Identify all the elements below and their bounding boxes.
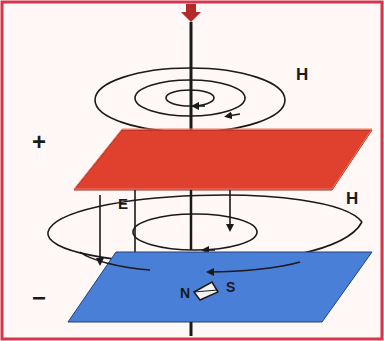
frame: [2, 2, 382, 339]
wire-gap: [190, 190, 193, 250]
positive-plate: [74, 130, 372, 190]
e-field-arrows: [100, 190, 230, 262]
field-label: H: [296, 66, 308, 83]
pole-label: S: [226, 280, 235, 294]
negative-plate: [68, 252, 372, 322]
polarity-sign: −: [32, 286, 46, 310]
compass-needle: [194, 282, 218, 300]
field-label: E: [118, 196, 128, 211]
polarity-sign: +: [32, 130, 46, 154]
current-arrow: [181, 4, 201, 22]
pole-label: N: [180, 286, 190, 300]
field-label: H: [346, 190, 358, 207]
wire-lower: [190, 322, 193, 336]
